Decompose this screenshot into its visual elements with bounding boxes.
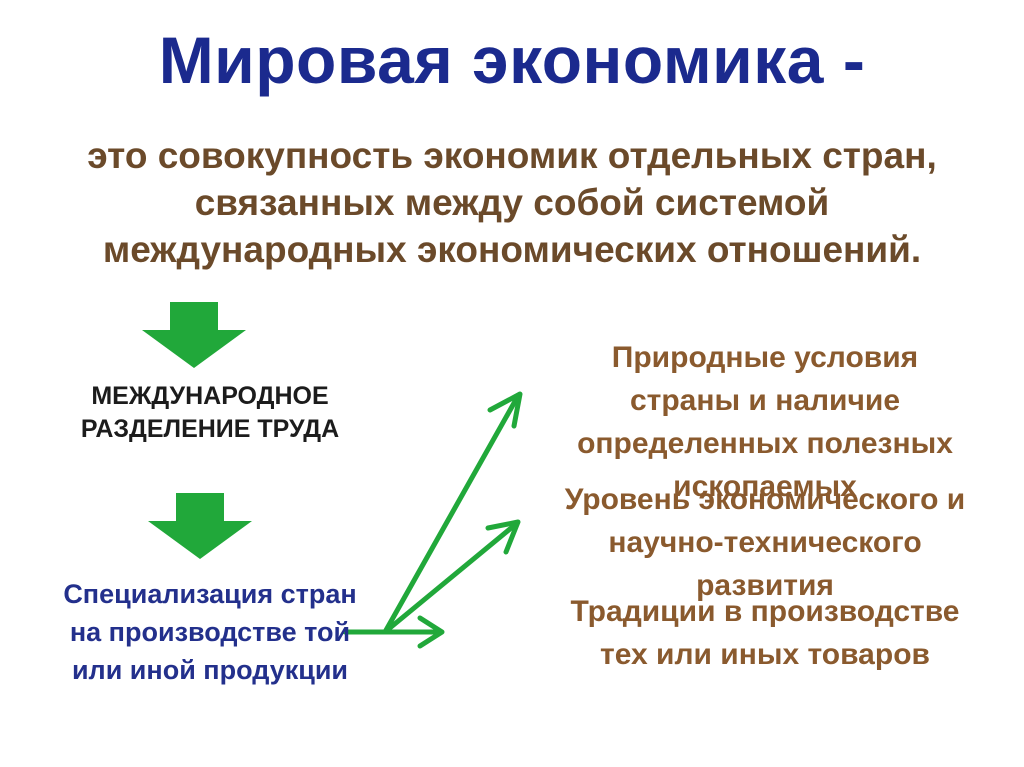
slide-title: Мировая экономика - <box>158 23 866 97</box>
spec-line: на производстве той <box>69 617 351 647</box>
factor-line: определенных полезных <box>577 427 953 460</box>
arrowhead-icon <box>417 615 445 649</box>
mrt-line: РАЗДЕЛЕНИЕ ТРУДА <box>80 415 340 443</box>
down-arrow-icon <box>142 302 246 368</box>
definition-line: международных экономических отношений. <box>102 229 922 270</box>
factor-line: ископаемых <box>673 470 857 503</box>
factor-line: научно-технического <box>608 526 922 559</box>
factor-line: Природные условия <box>611 341 919 374</box>
down-arrow-icon <box>148 493 252 559</box>
factor-natural-conditions: Природные условия страны и наличие опред… <box>530 336 1000 508</box>
factor-line: Традиции в производстве <box>570 595 960 628</box>
factor-line: тех или иных товаров <box>600 638 930 671</box>
factor-line: Уровень экономического и <box>564 483 966 516</box>
factor-line: страны и наличие <box>629 384 901 417</box>
mrt-line: МЕЖДУНАРОДНОЕ <box>91 382 329 410</box>
definition-line: связанных между собой системой <box>194 182 830 223</box>
factor-production-traditions: Традиции в производстве тех или иных тов… <box>530 590 1000 676</box>
connector-line <box>382 393 521 635</box>
arrowhead-icon <box>487 391 523 429</box>
country-specialization: Специализация стран на производстве той … <box>40 575 380 689</box>
spec-line: Специализация стран <box>63 579 357 609</box>
definition-line: это совокупность экономик отдельных стра… <box>87 135 937 176</box>
factor-development-level: Уровень экономического и научно-техничес… <box>525 478 1005 607</box>
international-division-of-labor: МЕЖДУНАРОДНОЕ РАЗДЕЛЕНИЕ ТРУДА <box>40 380 380 446</box>
factor-line: развития <box>696 569 834 602</box>
definition-text: это совокупность экономик отдельных стра… <box>40 132 984 273</box>
spec-line: или иной продукции <box>71 655 349 685</box>
connector-line <box>382 521 519 635</box>
arrowhead-icon <box>485 519 521 555</box>
